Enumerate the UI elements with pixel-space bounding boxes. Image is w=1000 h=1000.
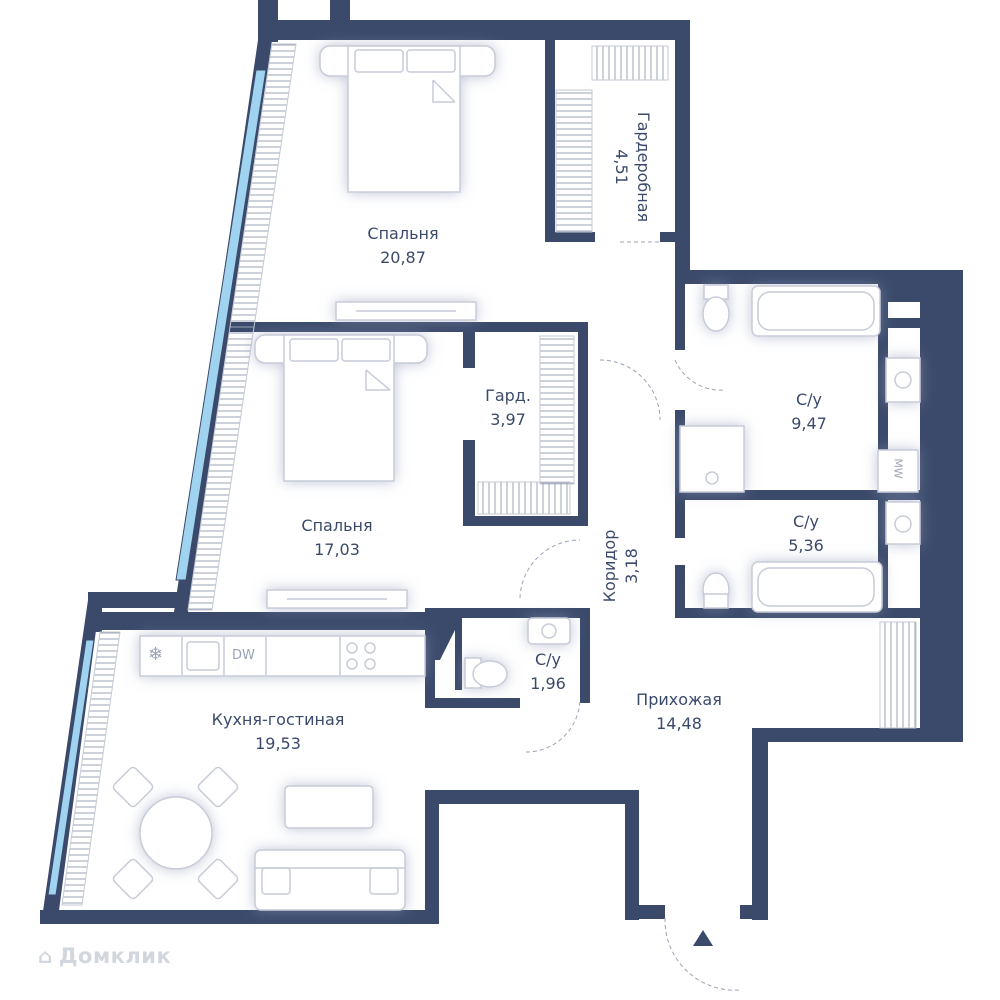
room-name: Кухня-гостиная — [211, 710, 345, 729]
room-area: 9,47 — [791, 414, 827, 433]
dishwasher-label: DW — [232, 648, 255, 663]
wardrobe-rails — [477, 45, 917, 729]
room-area: 17,03 — [314, 540, 360, 559]
room-area: 1,96 — [530, 674, 566, 693]
home-logo-icon: ⌂ — [38, 944, 53, 968]
room-name: Гард. — [485, 386, 531, 405]
room-area: 5,36 — [788, 536, 824, 555]
room-name: С/у — [792, 512, 820, 531]
washer-label: MW — [891, 458, 905, 479]
furniture — [139, 45, 921, 911]
watermark: ⌂ Домклик — [38, 944, 171, 968]
room-wardrobe-top: Гардеробная 4,51 — [610, 107, 654, 227]
room-kitchen: Кухня-гостиная 19,53 — [212, 708, 345, 756]
walls — [40, 0, 963, 924]
room-bedroom-top: Спальня 20,87 — [367, 222, 438, 270]
room-name: С/у — [534, 650, 562, 669]
room-bath-large: С/у 9,47 — [791, 388, 827, 436]
watermark-text: Домклик — [58, 944, 172, 968]
room-hall: Прихожая 14,48 — [636, 688, 722, 736]
room-name: Спальня — [301, 516, 373, 535]
room-area: 20,87 — [380, 248, 426, 267]
room-bath-mid: С/у 5,36 — [788, 510, 824, 558]
room-area: 3,97 — [490, 410, 526, 429]
room-name: Прихожая — [636, 690, 722, 709]
room-area: 14,48 — [656, 714, 702, 733]
room-name: Коридор — [600, 529, 619, 603]
furniture-details — [112, 49, 912, 900]
room-name: Спальня — [367, 224, 439, 243]
room-name: Гардеробная — [634, 111, 653, 223]
windows — [47, 43, 297, 906]
room-bedroom-mid: Спальня 17,03 — [301, 514, 372, 562]
room-corridor: Коридор 3,18 — [599, 521, 643, 611]
room-wardrobe-mid: Гард. 3,97 — [485, 384, 531, 432]
room-area: 3,18 — [622, 548, 641, 584]
entrance-arrow-icon — [693, 930, 713, 946]
room-name: С/у — [795, 390, 823, 409]
room-wc-small: С/у 1,96 — [530, 648, 566, 696]
door-swings — [519, 241, 741, 991]
room-area: 19,53 — [255, 734, 301, 753]
room-area: 4,51 — [612, 149, 631, 185]
fridge-icon: ❄ — [148, 644, 164, 665]
